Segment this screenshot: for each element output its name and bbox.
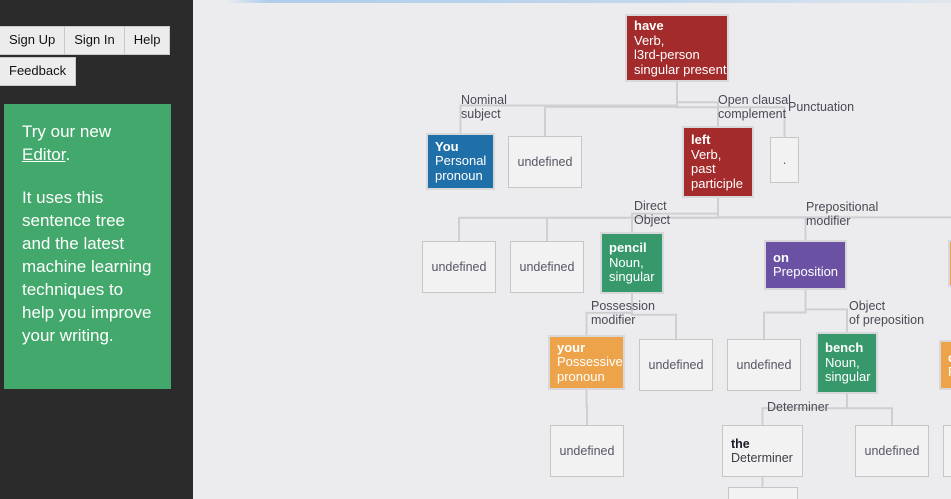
tree-node-u9[interactable] xyxy=(728,487,798,499)
tree-edge-on-u5 xyxy=(763,290,807,339)
tree-node-label: undefined xyxy=(864,444,920,458)
tree-edge-your-u6 xyxy=(585,390,588,425)
tree-node-word: have xyxy=(634,18,664,33)
tree-node-pos: pronoun xyxy=(557,368,605,384)
tree-node-label: undefined xyxy=(519,260,575,274)
top-accent-bar xyxy=(225,0,951,3)
tree-node-word: You xyxy=(435,138,459,154)
tree-node-pos: Noun, xyxy=(825,354,860,370)
tree-edge-left-there xyxy=(717,198,951,219)
tree-node-word: the xyxy=(731,437,750,451)
tree-edge-have-punct xyxy=(676,82,786,137)
tree-node-pos: Preposition xyxy=(948,364,951,380)
tree-node-u5[interactable]: undefined xyxy=(727,339,801,391)
tree-node-pos: participle xyxy=(691,175,744,191)
feedback-button[interactable]: Feedback xyxy=(0,57,77,86)
tree-node-word: pencil xyxy=(609,240,647,256)
tree-node-label: undefined xyxy=(517,155,573,169)
tree-node-u8[interactable]: undefined xyxy=(943,425,951,477)
help-button[interactable]: Help xyxy=(124,26,171,55)
tree-node-u2[interactable]: undefined xyxy=(422,241,496,293)
sign-up-button[interactable]: Sign Up xyxy=(0,26,66,55)
tree-edge-left-u2 xyxy=(458,198,719,241)
tree-node-pos: Verb, xyxy=(634,32,665,48)
tree-node-word: bench xyxy=(825,340,864,356)
tree-edge-have-u1 xyxy=(544,82,678,136)
tree-node-u6[interactable]: undefined xyxy=(550,425,624,477)
tree-node-pos: pronoun xyxy=(435,167,483,183)
promo-body: It uses this sentence tree and the lates… xyxy=(22,188,152,345)
tree-edge-bench-u7 xyxy=(846,394,893,425)
tree-edge-bench-the xyxy=(761,394,848,425)
tree-node-label: overPreposition xyxy=(941,350,951,380)
tree-node-label: . xyxy=(782,152,787,167)
promo-headline-suffix: . xyxy=(65,145,71,164)
tree-node-u7[interactable]: undefined xyxy=(855,425,929,477)
tree-node-pos: past xyxy=(691,161,716,176)
tree-node-u3[interactable]: undefined xyxy=(510,241,584,293)
tree-edge-pencil-u4 xyxy=(631,294,677,339)
tree-node-u4[interactable]: undefined xyxy=(639,339,713,391)
tree-node-pos: Noun, xyxy=(609,254,644,270)
tree-node-u1[interactable]: undefined xyxy=(508,136,582,188)
tree-node-pos: Determiner xyxy=(731,451,793,465)
promo-headline-prefix: Try our new xyxy=(22,122,112,141)
tree-node-word: on xyxy=(773,249,789,265)
tree-edges xyxy=(458,82,951,488)
tree-node-pos: singular xyxy=(609,269,655,285)
tree-node-word: left xyxy=(691,132,711,147)
tree-edge-pencil-your xyxy=(585,294,633,335)
nav-row-secondary: Feedback xyxy=(0,55,200,86)
tree-edge-have-left xyxy=(676,82,719,126)
tree-edge-the-u9 xyxy=(761,477,764,488)
editor-link[interactable]: Editor xyxy=(22,145,66,164)
tree-node-label: undefined xyxy=(648,358,704,372)
tree-edge-left-on xyxy=(717,198,807,240)
tree-node-label: undefined xyxy=(431,260,487,274)
tree-node-label: undefined xyxy=(559,444,615,458)
tree-node-pos: Possessive xyxy=(557,354,623,370)
tree-node-pos: Preposition xyxy=(773,264,839,279)
tree-node-pos: Verb, xyxy=(691,146,722,162)
tree-node-pos: Personal xyxy=(435,153,487,169)
tree-node-punct[interactable]: . xyxy=(770,137,799,183)
tree-node-pos: l3rd-person xyxy=(634,47,700,62)
promo-headline: Try our new Editor. xyxy=(22,120,155,166)
tree-node-word: your xyxy=(557,339,586,355)
promo-panel: Try our new Editor. It uses this sentenc… xyxy=(4,104,171,389)
tree-node-there[interactable]: thereAdverb xyxy=(948,240,951,287)
tree-edge-left-pencil xyxy=(631,198,719,232)
tree-edge-on-bench xyxy=(804,290,848,332)
tree-node-label: undefined xyxy=(736,358,792,372)
tree-node-over[interactable]: overPreposition xyxy=(939,340,951,390)
tree-node-pos: singular present xyxy=(634,61,727,77)
tree-node-pos: singular xyxy=(825,369,871,385)
sign-in-button[interactable]: Sign In xyxy=(65,26,125,55)
tree-node-word: over xyxy=(948,350,951,366)
